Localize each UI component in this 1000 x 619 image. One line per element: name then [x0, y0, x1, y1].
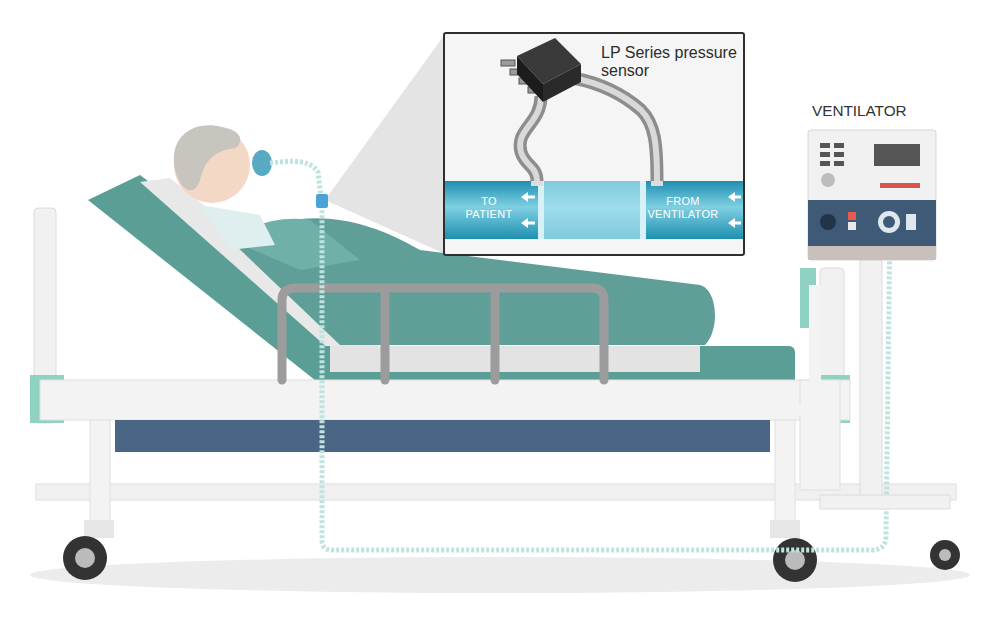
art-line — [491, 292, 500, 380]
flow-arrow-head — [728, 192, 735, 202]
art-g — [282, 288, 604, 380]
art-rect — [820, 152, 830, 157]
pressure-pipe — [520, 96, 541, 181]
sensor-body — [543, 64, 581, 102]
hose-connector — [316, 194, 328, 208]
cylinder-ring — [538, 181, 544, 239]
art-rect — [90, 420, 110, 530]
art-rect — [834, 161, 844, 166]
art-rect — [860, 260, 882, 500]
art-circle — [773, 538, 817, 582]
flow-label: FROM VENTILATOR — [641, 195, 725, 220]
art-circle — [75, 548, 95, 568]
art-rect — [880, 183, 920, 188]
pipe-port — [531, 181, 543, 186]
flow-arrow-head — [521, 192, 528, 202]
floor-shadow — [30, 557, 970, 593]
flow-arrow — [521, 218, 535, 228]
art-circle — [820, 214, 836, 230]
ventilator-machine — [808, 130, 950, 509]
device-heading: VENTILATOR — [812, 102, 938, 120]
art-rect — [820, 495, 950, 509]
pressure-pipe — [520, 96, 541, 181]
pipe-port — [651, 181, 663, 186]
art-circle — [883, 216, 895, 228]
flow-arrow — [521, 192, 535, 202]
art-rect — [84, 520, 114, 538]
art-circle — [878, 211, 900, 233]
art-path — [282, 288, 604, 380]
art-rect — [834, 152, 844, 157]
art-circle — [63, 536, 107, 580]
patient — [174, 125, 275, 250]
art-rect — [770, 520, 800, 538]
art-ellipse — [252, 150, 272, 176]
art-circle — [821, 173, 835, 187]
sensor-title: LP Series pressure sensor — [601, 44, 741, 81]
sensor-body — [517, 56, 543, 102]
pressure-pipe — [573, 78, 657, 181]
art-circle — [930, 540, 960, 570]
art-path — [200, 205, 275, 250]
art-rect — [848, 212, 856, 220]
art-rect — [808, 246, 936, 260]
breathing-hose — [270, 161, 890, 550]
art-rect — [820, 143, 830, 148]
sensor-pin — [501, 60, 515, 66]
art-path — [174, 125, 240, 190]
art-line — [381, 292, 390, 380]
bed — [30, 175, 960, 582]
art-rect — [848, 222, 856, 230]
art-rect — [808, 130, 936, 260]
art-circle — [939, 549, 951, 561]
art-circle — [785, 550, 805, 570]
art-rect — [115, 420, 770, 452]
inset-panel: LP Series pressure sensor TO PATIENT FROM … — [443, 32, 745, 256]
flow-arrow-head — [521, 218, 528, 228]
flow-arrow-head — [728, 218, 735, 228]
sensor-cylinder — [542, 181, 642, 239]
ventilator-unit: VENTILATOR — [806, 98, 938, 262]
art-rect — [820, 161, 830, 166]
flow-arrow — [728, 192, 741, 202]
airflow-tube: TO PATIENT FROM VENTILATOR — [445, 181, 743, 239]
flow-arrow — [728, 218, 741, 228]
art-rect — [874, 144, 920, 166]
art-rect — [906, 214, 916, 230]
art-rect — [834, 143, 844, 148]
cylinder-ring — [640, 181, 646, 239]
art-rect — [775, 420, 795, 530]
flow-label: TO PATIENT — [459, 195, 519, 220]
art-rect — [808, 200, 936, 246]
art-path — [625, 285, 815, 410]
pressure-pipe — [573, 78, 657, 181]
